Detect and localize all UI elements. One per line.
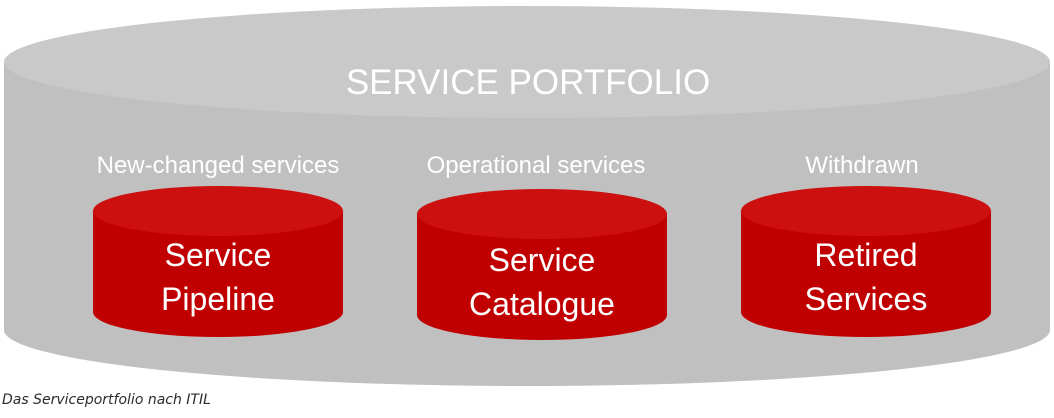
portfolio-title: SERVICE PORTFOLIO — [346, 63, 710, 102]
database-label-line2: Pipeline — [161, 281, 275, 317]
database-label-line1: Retired — [814, 237, 917, 273]
database-top — [741, 186, 991, 236]
database-label-line1: Service — [489, 242, 596, 278]
category-label-new-changed: New-changed services — [97, 152, 340, 179]
database-body — [741, 211, 991, 337]
service-portfolio-diagram: SERVICE PORTFOLIO New-changed services O… — [4, 6, 1050, 386]
database-label-line2: Services — [805, 281, 928, 317]
database-body — [93, 211, 343, 337]
database-body — [417, 214, 667, 340]
database-label-line2: Catalogue — [469, 286, 615, 322]
database-retired-services: Retired Services — [741, 186, 991, 337]
database-label-line1: Service — [165, 237, 272, 273]
figure-caption: Das Serviceportfolio nach ITIL — [2, 392, 211, 408]
category-label-operational: Operational services — [427, 152, 646, 179]
database-service-pipeline: Service Pipeline — [93, 186, 343, 337]
category-label-withdrawn: Withdrawn — [805, 152, 918, 179]
database-service-catalogue: Service Catalogue — [417, 189, 667, 340]
portfolio-top — [4, 6, 1050, 118]
database-top — [417, 189, 667, 239]
database-top — [93, 186, 343, 236]
